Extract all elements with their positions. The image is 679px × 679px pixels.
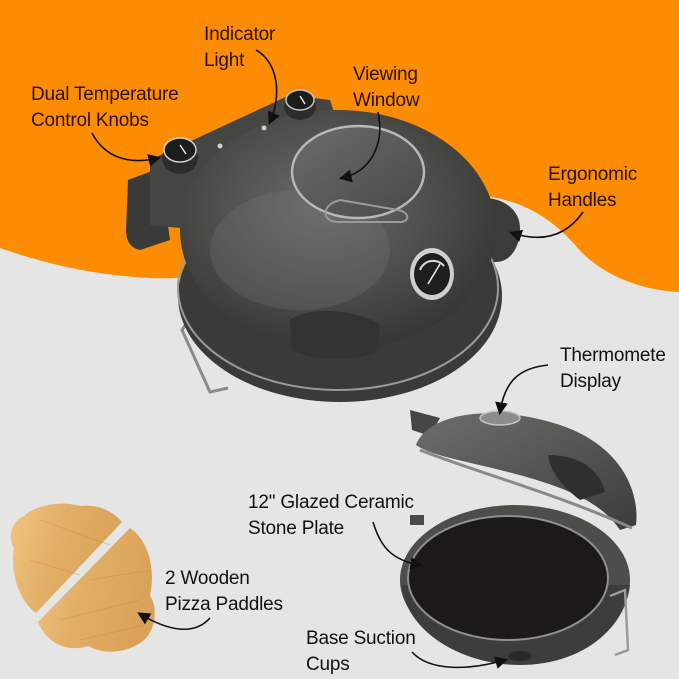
paddle-1	[10, 503, 123, 613]
label-indicator-light: Indicator Light	[204, 24, 276, 71]
label-stone-plate: 12" Glazed Ceramic Stone Plate	[248, 492, 414, 539]
label-thermometer-display: Thermomete Display	[560, 345, 666, 392]
paddle-2	[38, 528, 155, 652]
label-ergonomic-handles: Ergonomic Handles	[548, 164, 638, 211]
arrow-ergonomic-handles	[508, 211, 584, 243]
suction-cup	[508, 651, 532, 661]
arrow-suction-cups	[411, 651, 509, 669]
arrow-paddles	[137, 612, 211, 630]
arrow-thermometer	[495, 364, 549, 416]
arrow-viewing-window	[338, 111, 381, 183]
label-viewing-window: Viewing Window	[353, 64, 420, 111]
indicator-light-2	[261, 125, 267, 131]
arrow-stone-plate	[372, 521, 424, 570]
label-suction-cups: Base Suction Cups	[306, 628, 416, 675]
label-wooden-paddles: 2 Wooden Pizza Paddles	[165, 568, 283, 615]
ceramic-stone	[407, 515, 609, 641]
arrow-dual-knobs	[91, 132, 162, 167]
arrow-indicator-light	[255, 49, 280, 125]
label-dual-knobs: Dual Temperature Control Knobs	[31, 84, 179, 131]
indicator-light-1	[217, 143, 223, 149]
